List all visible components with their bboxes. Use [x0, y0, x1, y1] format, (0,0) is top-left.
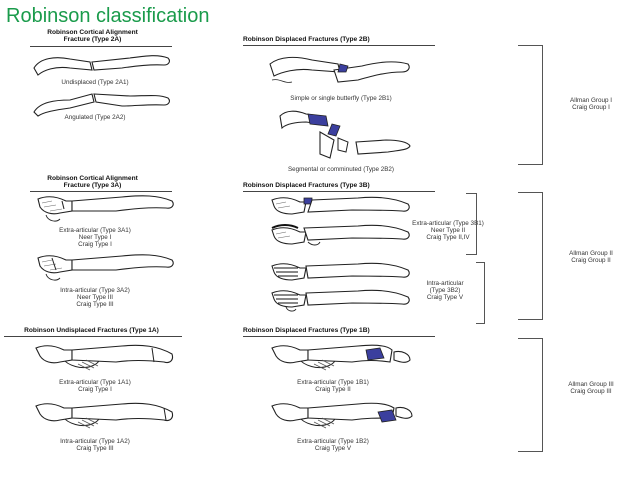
- label-type-3a1-line2: Neer Type I: [78, 234, 112, 242]
- clavicle-figure-2a2: [33, 93, 170, 117]
- label-type-3a2-line1: Intra-articular (Type 3A2): [60, 287, 130, 294]
- clavicle-figure-3b1-a: [271, 196, 410, 215]
- header-type-3a-line1: Robinson Cortical Alignment: [47, 175, 138, 182]
- clavicle-figure-1a1: [35, 344, 174, 371]
- clavicle-figure-2b1: [269, 56, 410, 83]
- label-type-3b2-line1: Intra-articular: [426, 280, 464, 287]
- label-type-2a2: Angulated (Type 2A2): [64, 114, 126, 121]
- bracket-group-1: [518, 45, 543, 165]
- slide-title: Robinson classification: [6, 5, 210, 27]
- bracket-type-3b1: [466, 193, 477, 255]
- clavicle-figure-3b1-b: [271, 224, 410, 246]
- label-type-1a2-line1: Intra-articular (Type 1A2): [60, 438, 130, 445]
- header-type-2a-line1: Robinson Cortical Alignment: [47, 29, 138, 36]
- clavicle-figure-2a1: [33, 55, 170, 76]
- label-type-3a2-line2: Neer Type III: [77, 294, 113, 302]
- clavicle-figure-1a2: [35, 402, 174, 429]
- label-type-3b1-line1: Extra-articular (Type 3B1): [412, 220, 484, 227]
- group-1-allman: Allman Group I: [570, 97, 612, 104]
- clavicle-figure-2b2: [279, 110, 411, 159]
- label-type-3b2-line2: (Type 3B2): [429, 287, 461, 295]
- label-type-3b2: Intra-articular (Type 3B2) Craig Type V: [420, 280, 470, 302]
- group-2-allman: Allman Group II: [569, 250, 613, 257]
- label-type-3a2-line3: Craig Type III: [76, 301, 114, 309]
- label-type-1b1: Extra-articular (Type 1B1) Craig Type II: [268, 379, 398, 393]
- header-type-1b: Robinson Displaced Fractures (Type 1B): [243, 327, 370, 334]
- header-underline-3b: [243, 191, 435, 192]
- label-type-2b2: Segmental or comminuted (Type 2B2): [287, 166, 395, 173]
- label-type-3a1: Extra-articular (Type 3A1) Neer Type I C…: [30, 227, 160, 249]
- label-type-3b1-line3: Craig Type II,IV: [426, 234, 470, 242]
- label-type-1b2-line1: Extra-articular (Type 1B2): [297, 438, 369, 445]
- group-3-craig: Craig Group III: [570, 388, 612, 396]
- clavicle-figure-1b2: [271, 402, 413, 429]
- bone-fragment-1b1: [365, 347, 385, 361]
- bracket-group-2: [518, 192, 543, 320]
- group-label-1: Allman Group I Craig Group I: [548, 97, 634, 112]
- label-type-1a2: Intra-articular (Type 1A2) Craig Type II…: [30, 438, 160, 452]
- label-type-1a1-line1: Extra-articular (Type 1A1): [59, 379, 131, 386]
- label-type-3a2: Intra-articular (Type 3A2) Neer Type III…: [30, 287, 160, 309]
- clavicle-figure-3b2-a: [271, 262, 410, 281]
- label-type-3a1-line1: Extra-articular (Type 3A1): [59, 227, 131, 234]
- group-label-2: Allman Group II Craig Group II: [548, 250, 634, 265]
- group-1-craig: Craig Group I: [572, 104, 610, 112]
- clavicle-figure-1b1: [271, 344, 411, 371]
- label-type-1a1: Extra-articular (Type 1A1) Craig Type I: [30, 379, 160, 393]
- clavicle-figure-3a2: [37, 254, 174, 281]
- header-underline-3a: [30, 191, 172, 192]
- group-3-allman: Allman Group III: [568, 381, 614, 388]
- label-type-3b2-line3: Craig Type V: [426, 294, 464, 302]
- bone-fragment-2b1: [337, 63, 349, 73]
- bracket-type-3b2: [476, 262, 485, 324]
- label-type-1b1-line2: Craig Type II: [315, 386, 351, 394]
- header-type-1a: Robinson Undisplaced Fractures (Type 1A): [24, 327, 159, 334]
- label-type-2b1: Simple or single butterfly (Type 2B1): [290, 95, 392, 102]
- header-underline-2a: [30, 46, 172, 47]
- bone-fragment-1b2: [377, 409, 397, 423]
- label-type-2a1: Undisplaced (Type 2A1): [61, 79, 129, 86]
- bone-fragment-2b2-a: [307, 113, 329, 127]
- header-type-2b: Robinson Displaced Fractures (Type 2B): [243, 36, 370, 43]
- bone-fragment-2b2-b: [327, 123, 341, 137]
- header-type-3a-line2: Fracture (Type 3A): [63, 182, 122, 190]
- label-type-3a1-line3: Craig Type I: [78, 241, 112, 249]
- header-type-3a: Robinson Cortical Alignment Fracture (Ty…: [30, 175, 155, 190]
- header-type-2a: Robinson Cortical Alignment Fracture (Ty…: [30, 29, 155, 44]
- group-2-craig: Craig Group II: [571, 257, 611, 265]
- header-type-3b: Robinson Displaced Fractures (Type 3B): [243, 182, 370, 189]
- header-underline-1a: [4, 336, 182, 337]
- label-type-1b2: Extra-articular (Type 1B2) Craig Type V: [268, 438, 398, 452]
- header-underline-1b: [243, 336, 435, 337]
- label-type-1a1-line2: Craig Type I: [78, 386, 112, 394]
- label-type-1b2-line2: Craig Type V: [314, 445, 352, 453]
- label-type-3b1-line2: Neer Type II: [430, 227, 466, 235]
- label-type-1b1-line1: Extra-articular (Type 1B1): [297, 379, 369, 386]
- clavicle-figure-3b2-b: [271, 289, 410, 312]
- label-type-1a2-line2: Craig Type III: [76, 445, 114, 453]
- header-type-2a-line2: Fracture (Type 2A): [63, 36, 122, 44]
- clavicle-figure-3a1: [37, 195, 174, 222]
- label-type-3b1: Extra-articular (Type 3B1) Neer Type II …: [398, 220, 498, 242]
- bracket-group-3: [518, 338, 543, 452]
- group-label-3: Allman Group III Craig Group III: [548, 381, 634, 396]
- header-underline-2b: [243, 45, 435, 46]
